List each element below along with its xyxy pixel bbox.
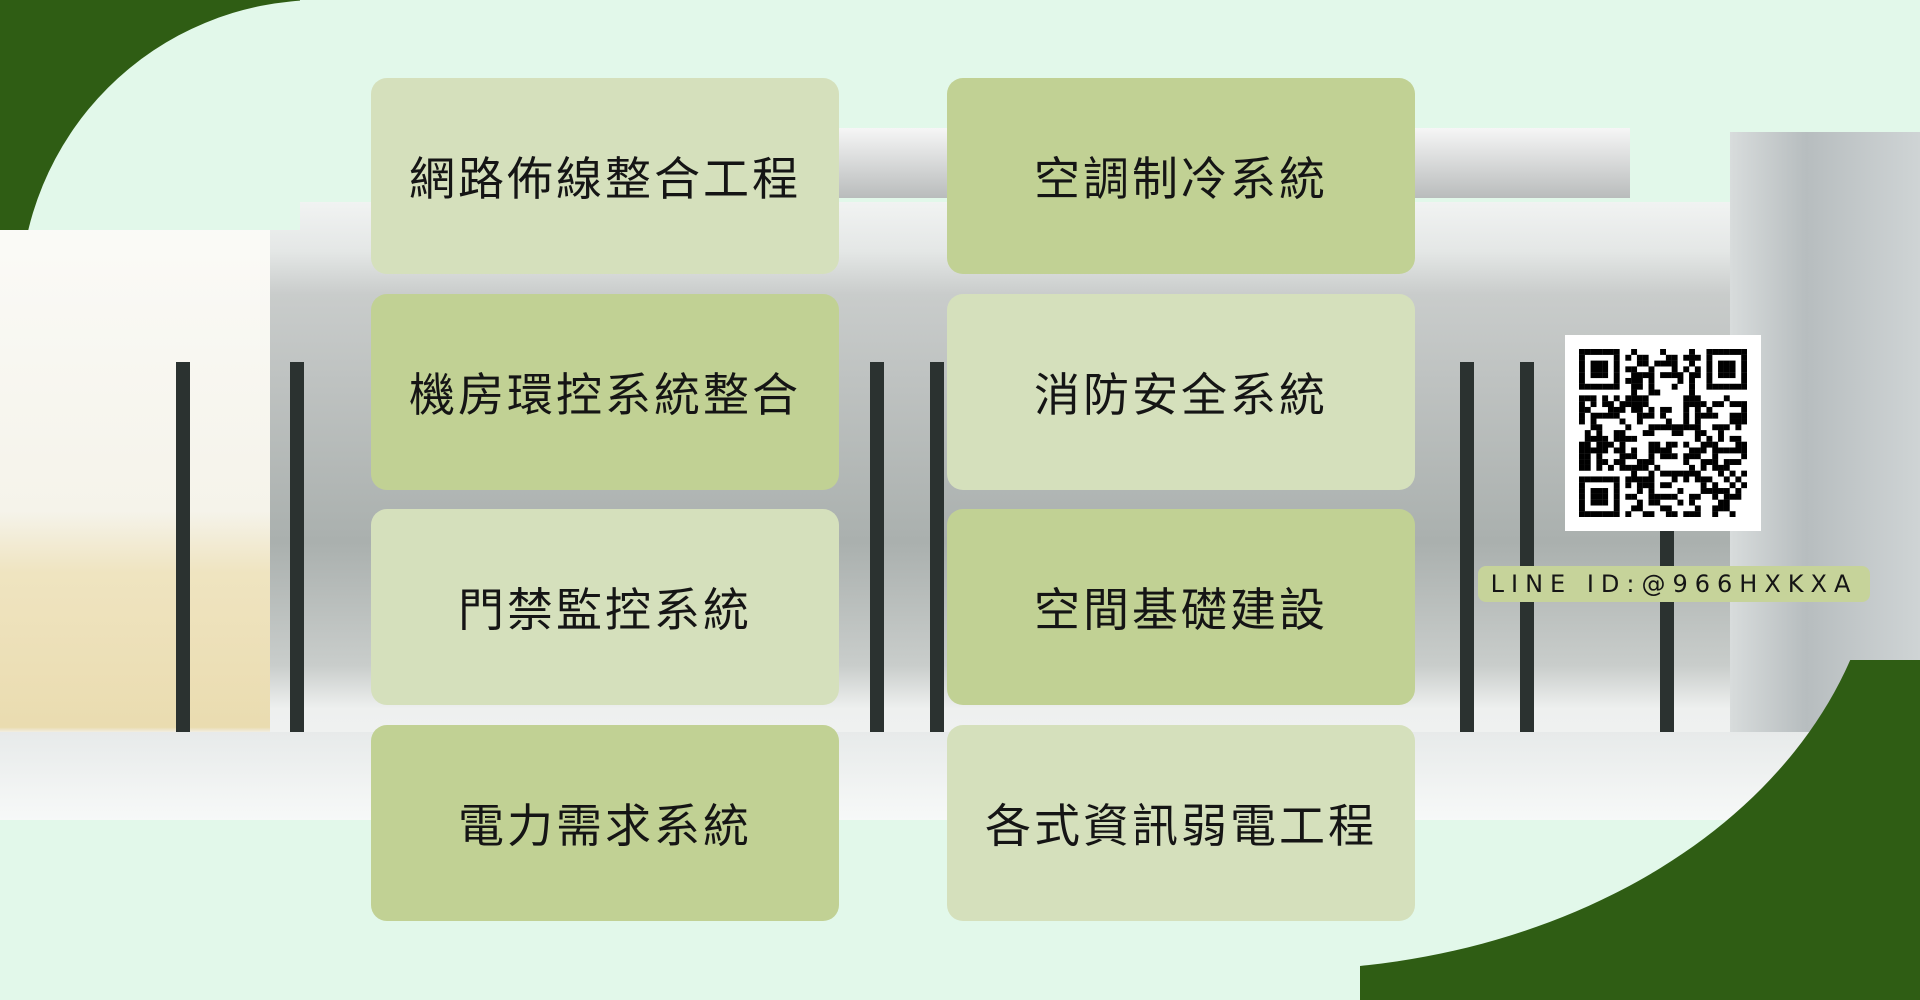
line-id-label: LINE ID:@966HXKXA <box>1478 566 1870 602</box>
service-card-air-conditioning[interactable]: 空調制冷系統 <box>947 78 1415 274</box>
line-qr-code <box>1565 335 1761 531</box>
service-card-infrastructure[interactable]: 空間基礎建設 <box>947 509 1415 705</box>
service-card-power[interactable]: 電力需求系統 <box>371 725 839 921</box>
service-card-access-control[interactable]: 門禁監控系統 <box>371 509 839 705</box>
service-card-environment-control[interactable]: 機房環控系統整合 <box>371 294 839 490</box>
service-card-low-voltage[interactable]: 各式資訊弱電工程 <box>947 725 1415 921</box>
decorative-arc-bottom-right <box>1360 660 1920 1000</box>
service-card-fire-safety[interactable]: 消防安全系統 <box>947 294 1415 490</box>
service-card-network-cabling[interactable]: 網路佈線整合工程 <box>371 78 839 274</box>
decorative-arc-top-left <box>0 0 300 230</box>
